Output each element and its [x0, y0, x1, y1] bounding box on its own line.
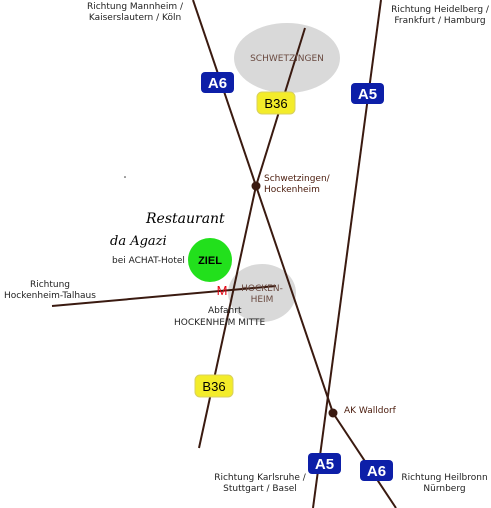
label-direction-mannheim: Richtung Mannheim / Kaiserslautern / Köl… — [86, 2, 183, 23]
junction-ak-walldorf — [328, 408, 338, 418]
shield-a6-north: A6 — [201, 72, 234, 93]
stray-dot — [124, 176, 126, 178]
label-direction-heidelberg: Richtung Heidelberg / Frankfurt / Hambur… — [391, 5, 489, 26]
hockenheim-area — [228, 264, 296, 322]
shield-b36-south: B36 — [194, 374, 234, 398]
svg-text:B36: B36 — [202, 379, 225, 394]
svg-text:ZIEL: ZIEL — [198, 255, 222, 267]
label-exit: Abfahrt — [208, 306, 242, 316]
shield-a5-north: A5 — [351, 83, 384, 104]
svg-text:A5: A5 — [315, 456, 334, 473]
label-schwetzingen: SCHWETZINGEN — [250, 54, 324, 64]
label-restaurant-name: da Agazi — [110, 234, 167, 249]
svg-text:B36: B36 — [264, 96, 287, 111]
shield-a5-south: A5 — [308, 453, 341, 474]
road-a6 — [192, 0, 334, 414]
label-direction-heilbronn: Richtung Heilbronn Nürnberg — [401, 473, 488, 494]
label-exit-name: HOCKENHEIM MITTE — [174, 318, 266, 328]
road-talhaus — [51, 285, 277, 307]
label-direction-talhaus: Richtung Hockenheim-Talhaus — [4, 280, 96, 301]
goal-marker: ZIEL — [188, 238, 232, 282]
label-ak-walldorf: AK Walldorf — [344, 406, 396, 416]
schwetzingen-area — [234, 23, 340, 93]
label-direction-karlsruhe: Richtung Karlsruhe / Stuttgart / Basel — [214, 473, 306, 494]
road-b36-south — [198, 185, 257, 449]
label-hockenheim: HOCKEN- HEIM — [241, 284, 283, 305]
shield-b36-north: B36 — [256, 91, 296, 115]
label-restaurant: Restaurant — [146, 211, 225, 227]
junction-schwetzingen-hockenheim — [251, 181, 261, 191]
marker-m-icon: M — [217, 283, 228, 298]
shield-a6-south: A6 — [360, 460, 393, 481]
label-hotel: bei ACHAT-Hotel — [112, 256, 185, 266]
svg-text:A6: A6 — [208, 75, 227, 92]
svg-text:A6: A6 — [367, 463, 386, 480]
svg-text:A5: A5 — [358, 86, 377, 103]
label-junction-schwetzingen-hockenheim: Schwetzingen/ Hockenheim — [264, 174, 330, 195]
